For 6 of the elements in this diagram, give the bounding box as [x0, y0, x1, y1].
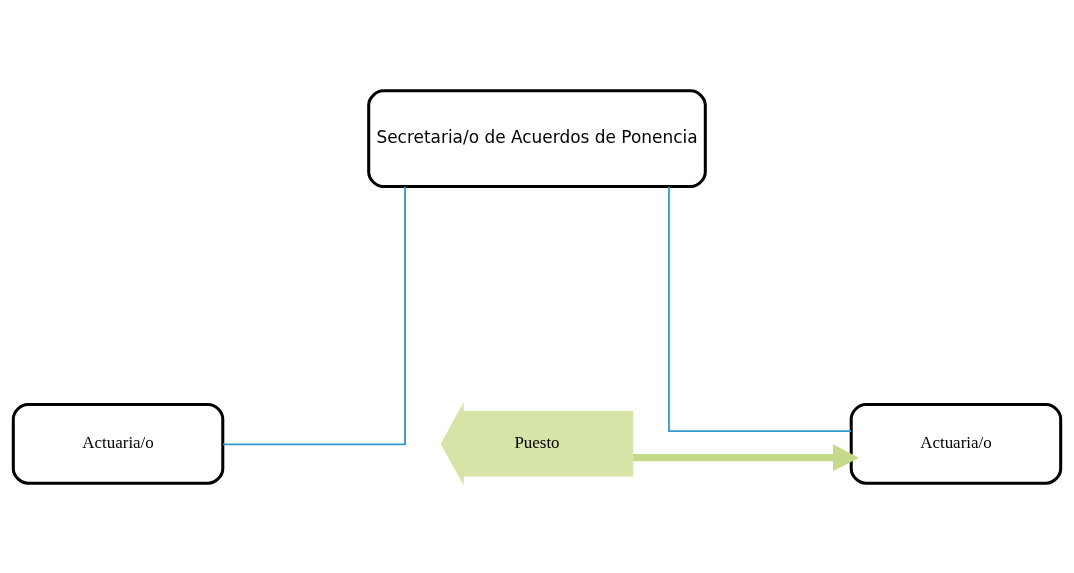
arrow — [633, 443, 859, 471]
node-box: Actuaria/o — [11, 402, 225, 485]
node-box: Actuaria/o — [849, 402, 1063, 485]
connector — [668, 185, 853, 432]
connector — [221, 185, 406, 445]
node-box: Secretaria/o de Acuerdos de Ponencia — [367, 88, 707, 188]
